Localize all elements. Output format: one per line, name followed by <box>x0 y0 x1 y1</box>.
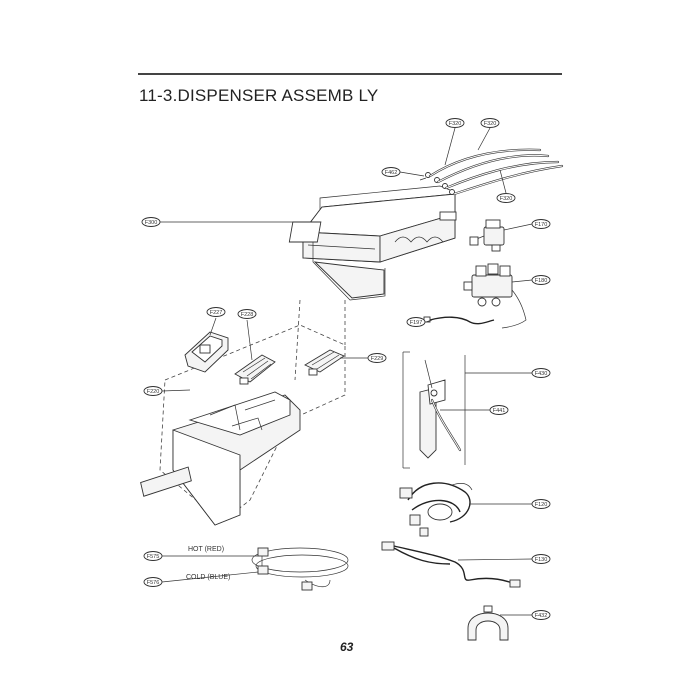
callout-f228: F228 <box>237 309 257 319</box>
leader-lines <box>160 127 533 616</box>
inlet-hoses <box>419 148 564 196</box>
svg-text:F180: F180 <box>535 278 548 284</box>
cold-pipe-label: COLD (BLUE) <box>186 574 230 581</box>
svg-text:F441: F441 <box>493 408 506 414</box>
part-f228-siphon <box>234 354 276 385</box>
part-f227-cap <box>184 331 229 373</box>
callout-f229: F229 <box>367 353 387 363</box>
inlet-pipes <box>251 547 349 591</box>
callout-f320-b: F320 <box>480 118 500 128</box>
svg-text:F320: F320 <box>500 196 513 202</box>
callout-f575: F575 <box>143 551 163 561</box>
callout-f320-a: F320 <box>445 118 465 128</box>
svg-text:F430: F430 <box>535 371 548 377</box>
wire-harness-f130 <box>381 541 521 588</box>
callout-f462: F462 <box>381 167 401 177</box>
svg-text:F229: F229 <box>371 356 384 362</box>
hot-pipe-label: HOT (RED) <box>188 546 224 553</box>
svg-text:F576: F576 <box>147 580 160 586</box>
svg-text:F220: F220 <box>147 389 160 395</box>
callout-f441: F441 <box>489 405 509 415</box>
callout-f300: F300 <box>141 217 161 227</box>
callout-f430: F430 <box>531 368 551 378</box>
svg-text:F320: F320 <box>449 121 462 127</box>
part-f432-clip <box>467 605 509 641</box>
svg-text:F575: F575 <box>147 554 160 560</box>
svg-text:F320: F320 <box>484 121 497 127</box>
wire-f197 <box>423 316 495 325</box>
svg-text:F120: F120 <box>535 502 548 508</box>
inlet-valve-triple <box>463 263 527 329</box>
svg-text:F462: F462 <box>385 170 398 176</box>
callout-f120: F120 <box>531 499 551 509</box>
page-number: 63 <box>340 640 354 654</box>
page-title: 11-3.DISPENSER ASSEMB LY <box>139 86 379 105</box>
callout-f130: F130 <box>531 554 551 564</box>
callout-f197: F197 <box>406 317 426 327</box>
svg-text:F228: F228 <box>241 312 254 318</box>
svg-text:F170: F170 <box>535 222 548 228</box>
svg-text:F300: F300 <box>145 220 158 226</box>
callout-f432: F432 <box>531 610 551 620</box>
svg-text:F130: F130 <box>535 557 548 563</box>
svg-text:F197: F197 <box>410 320 423 326</box>
svg-text:F227: F227 <box>210 310 223 316</box>
dispenser-housing <box>288 185 457 301</box>
callout-f170: F170 <box>531 219 551 229</box>
callout-f220: F220 <box>143 386 163 396</box>
title-rule <box>138 73 562 75</box>
drawer-assembly <box>140 324 346 526</box>
inlet-valve-single <box>469 219 505 252</box>
part-f229-siphon <box>304 349 345 376</box>
wire-harness-f120 <box>399 482 473 537</box>
callout-f180: F180 <box>531 275 551 285</box>
part-f430-bracket <box>402 351 466 469</box>
svg-text:F432: F432 <box>535 613 548 619</box>
callout-f227: F227 <box>206 307 226 317</box>
callout-f320-c: F320 <box>496 193 516 203</box>
callout-f576: F576 <box>143 577 163 587</box>
